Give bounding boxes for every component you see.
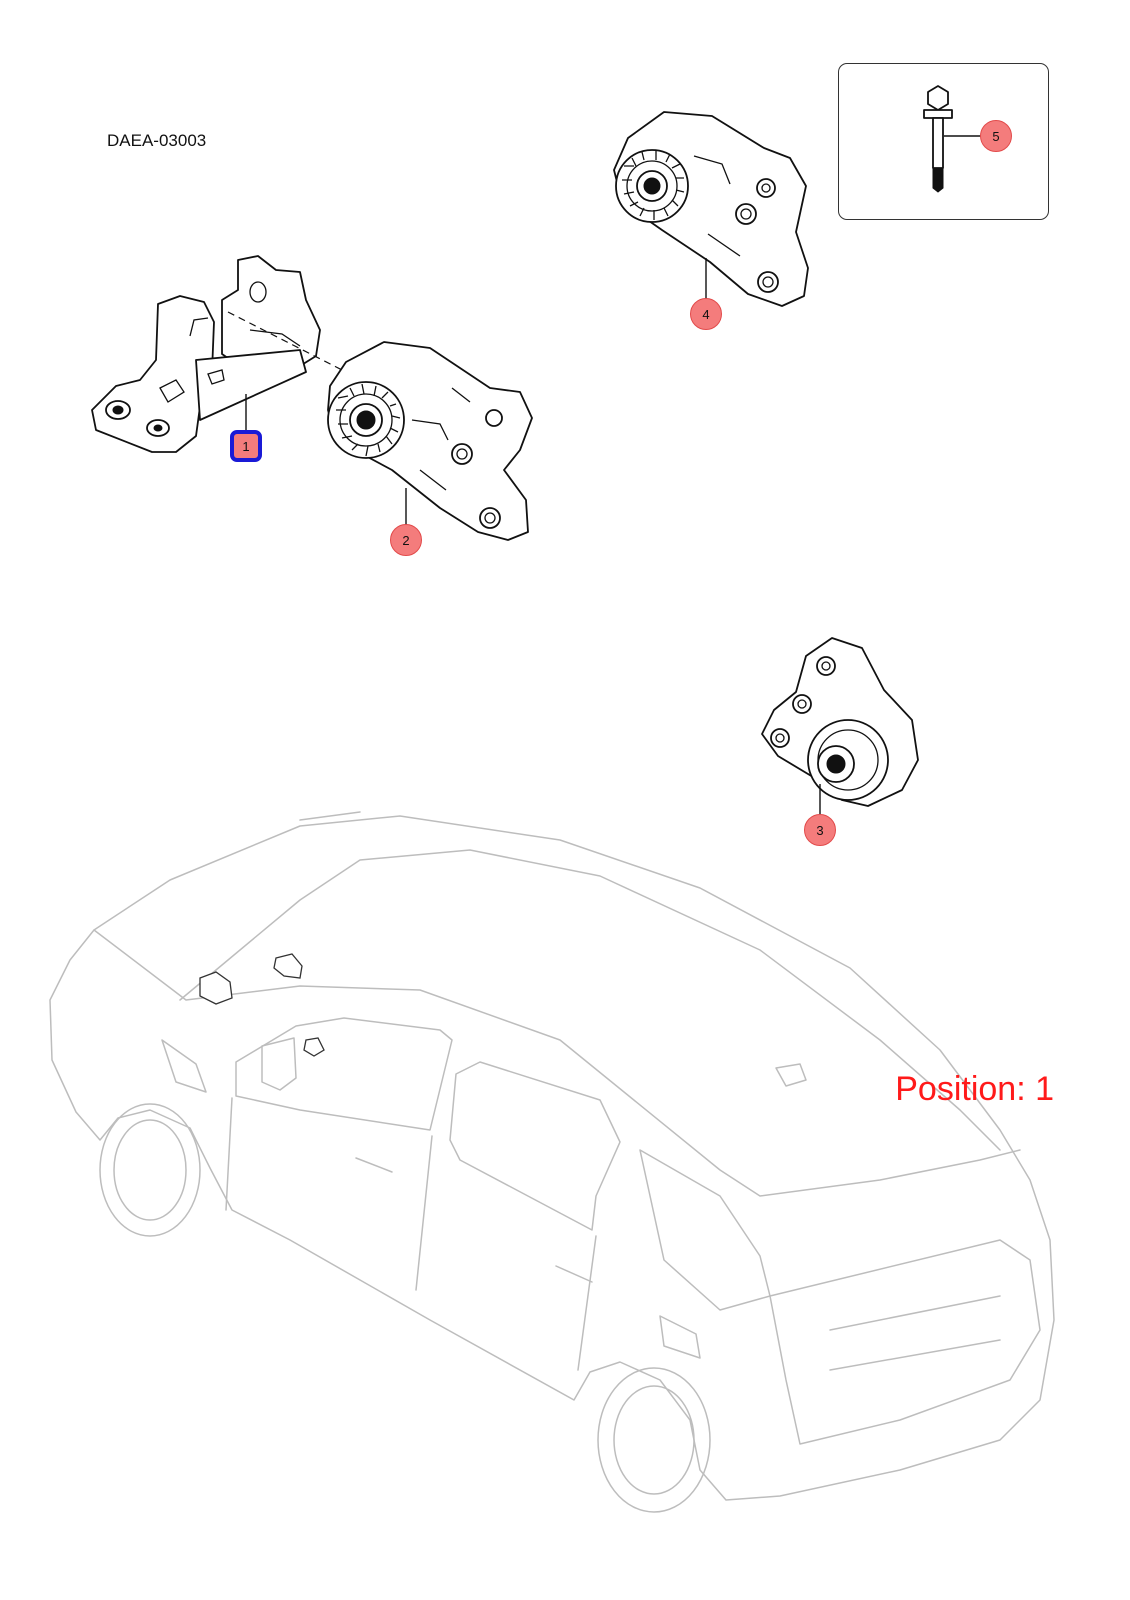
part-1-bracket-drawing [91,255,347,453]
callout-4[interactable]: 4 [690,298,722,330]
part-2-mount-drawing [327,341,533,541]
diagram-reference-code: DAEA-03003 [107,131,207,150]
vehicle-outline-drawing [49,811,1055,1513]
part-5-bolt-drawing [923,85,982,193]
callout-3[interactable]: 3 [804,814,836,846]
position-indicator: Position: 1 [895,1070,1054,1108]
callout-1[interactable]: 1 [230,430,262,462]
callout-5[interactable]: 5 [980,120,1012,152]
bolt-inset-frame [838,63,1049,220]
callout-2[interactable]: 2 [390,524,422,556]
part-4-mount-drawing [613,111,809,307]
part-3-mount-drawing [761,637,919,814]
